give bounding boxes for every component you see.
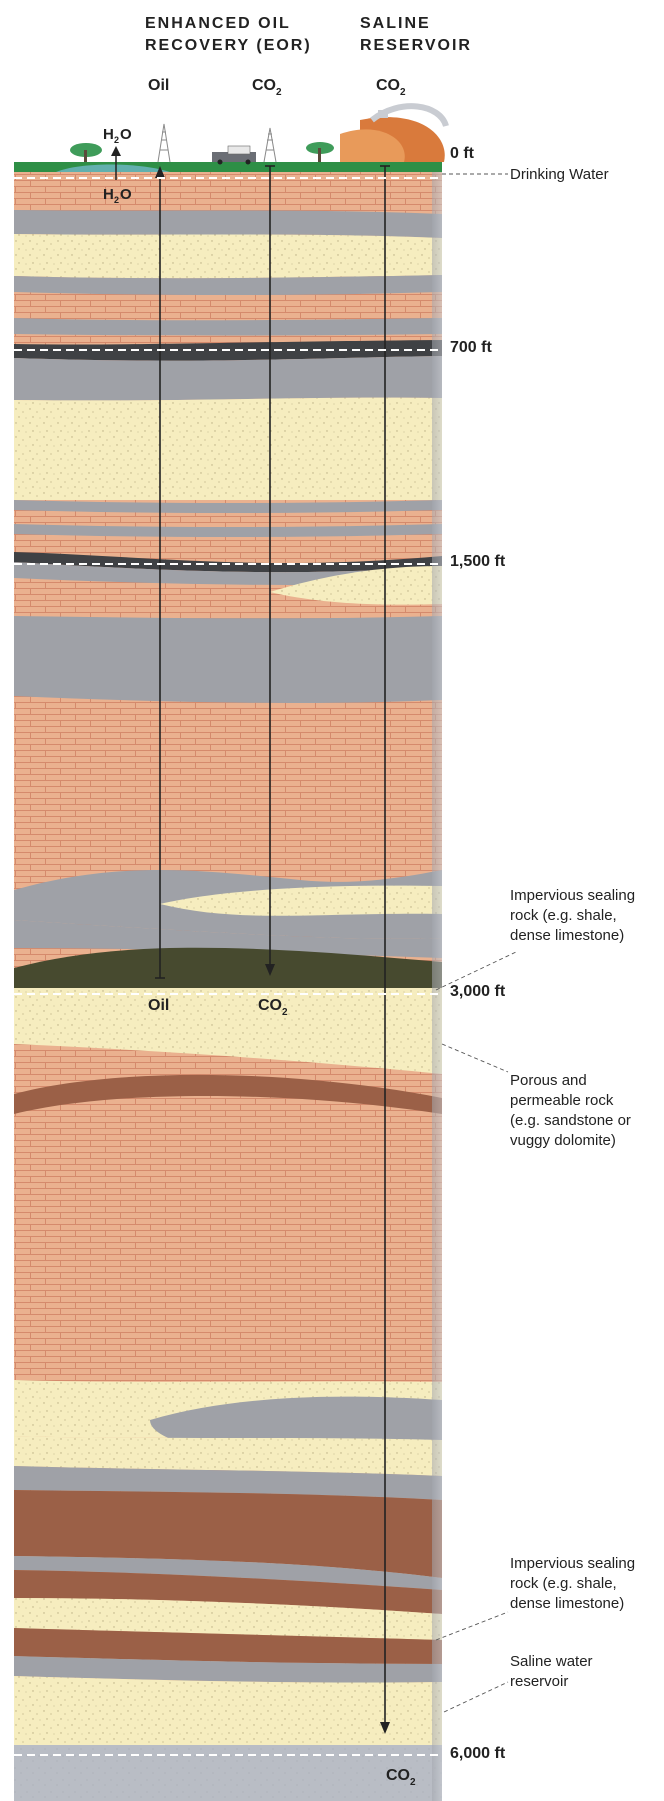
- impervious-upper-annotation: Impervious sealing rock (e.g. shale, den…: [510, 887, 635, 944]
- column-side-shade: [432, 168, 442, 1801]
- svg-text:2: 2: [276, 87, 282, 98]
- svg-text:dense limestone): dense limestone): [510, 927, 624, 944]
- shale-layer: [14, 356, 442, 401]
- olive-cap-rock: [14, 947, 442, 988]
- svg-text:vuggy dolomite): vuggy dolomite): [510, 1132, 616, 1149]
- svg-text:dense limestone): dense limestone): [510, 1595, 624, 1612]
- brown-layer: [14, 1490, 442, 1578]
- sand-layer: [14, 397, 442, 500]
- sand-layer: [160, 885, 442, 916]
- svg-text:2: 2: [114, 195, 119, 205]
- dark-shale-layer: [14, 552, 442, 573]
- svg-text:2: 2: [282, 1007, 288, 1018]
- svg-text:rock (e.g. shale,: rock (e.g. shale,: [510, 907, 617, 924]
- shale-layer: [14, 318, 442, 336]
- svg-text:H: H: [103, 126, 114, 143]
- brown-layer: [14, 1074, 442, 1114]
- co2-eor-injection-line: [265, 165, 275, 976]
- co2-saline-injection-line: [380, 165, 390, 1734]
- oil-reservoir-label: Oil: [148, 997, 169, 1014]
- tree-icon: [70, 143, 102, 162]
- svg-text:(e.g. sandstone or: (e.g. sandstone or: [510, 1112, 631, 1129]
- rock-column: [14, 163, 442, 1801]
- shale-layer: [14, 1556, 442, 1590]
- co2-eor-column-label: CO 2: [252, 77, 282, 98]
- svg-text:Saline water: Saline water: [510, 1653, 593, 1670]
- co2-eor-reservoir-label: CO 2: [258, 997, 288, 1018]
- svg-text:CO: CO: [376, 77, 400, 94]
- oil-derrick-icon: [157, 123, 171, 163]
- shale-layer: [14, 524, 442, 537]
- co2-derrick-icon: [263, 127, 277, 163]
- h2o-aquifer-label: H 2 O: [103, 186, 132, 205]
- sand-layer: [14, 1676, 442, 1745]
- depth-label-700ft: 700 ft: [450, 339, 492, 356]
- svg-text:H: H: [103, 186, 114, 203]
- h2o-surface-label: H 2 O: [103, 126, 132, 145]
- svg-text:2: 2: [114, 135, 119, 145]
- svg-text:CO: CO: [252, 77, 276, 94]
- svg-text:Impervious sealing: Impervious sealing: [510, 1555, 635, 1572]
- svg-text:CO: CO: [258, 997, 282, 1014]
- svg-text:Impervious sealing: Impervious sealing: [510, 887, 635, 904]
- sand-layer: [14, 1598, 442, 1640]
- svg-text:Porous and: Porous and: [510, 1072, 587, 1089]
- impervious-lower-annotation: Impervious sealing rock (e.g. shale, den…: [510, 1555, 635, 1612]
- industrial-plant-icon: [340, 103, 449, 162]
- saline-water-layer: [14, 1745, 442, 1801]
- depth-label-0ft: 0 ft: [450, 145, 475, 162]
- depth-marker-lines: [14, 177, 442, 1756]
- svg-text:O: O: [120, 126, 132, 143]
- shale-layer: [14, 210, 442, 238]
- svg-text:CO: CO: [386, 1767, 410, 1784]
- co2-saline-reservoir-label: CO 2: [386, 1767, 416, 1788]
- shale-layer: [14, 1466, 442, 1500]
- svg-text:reservoir: reservoir: [510, 1673, 568, 1690]
- brown-layer: [14, 1628, 442, 1664]
- sand-layer: [14, 234, 442, 279]
- shale-layer: [14, 500, 442, 513]
- shale-layer: [14, 1656, 442, 1683]
- shale-layer: [14, 275, 442, 295]
- water-pond: [56, 164, 170, 172]
- drinking-water-annotation: Drinking Water: [510, 166, 609, 183]
- truck-icon: [212, 145, 256, 165]
- saline-water-annotation: Saline water reservoir: [510, 1653, 593, 1690]
- oil-column-label: Oil: [148, 77, 169, 94]
- co2-saline-column-label: CO 2: [376, 77, 406, 98]
- eor-heading-line1: ENHANCED OIL: [145, 15, 291, 32]
- saline-heading-line2: RESERVOIR: [360, 37, 472, 54]
- sand-layer: [270, 566, 442, 605]
- svg-text:rock (e.g. shale,: rock (e.g. shale,: [510, 1575, 617, 1592]
- oil-well-line: [155, 166, 165, 979]
- brown-layer: [14, 1570, 442, 1614]
- eor-heading-line2: RECOVERY (EOR): [145, 37, 312, 54]
- svg-text:O: O: [120, 186, 132, 203]
- sand-layer: [14, 988, 442, 1074]
- water-well-arrow: [111, 146, 121, 180]
- porous-rock-annotation: Porous and permeable rock (e.g. sandston…: [510, 1072, 631, 1149]
- depth-label-3000ft: 3,000 ft: [450, 983, 506, 1000]
- svg-text:permeable rock: permeable rock: [510, 1092, 614, 1109]
- shale-layer: [14, 616, 442, 703]
- ground-surface: [14, 162, 442, 172]
- annotation-leader-lines: [435, 173, 517, 1713]
- sand-layer: [14, 1436, 442, 1476]
- depth-label-1500ft: 1,500 ft: [450, 553, 506, 570]
- saline-heading-line1: SALINE: [360, 15, 431, 32]
- shale-layer: [14, 920, 442, 958]
- tree-icon: [306, 142, 334, 162]
- depth-label-6000ft: 6,000 ft: [450, 1745, 506, 1762]
- svg-text:2: 2: [410, 1777, 416, 1788]
- svg-text:2: 2: [400, 87, 406, 98]
